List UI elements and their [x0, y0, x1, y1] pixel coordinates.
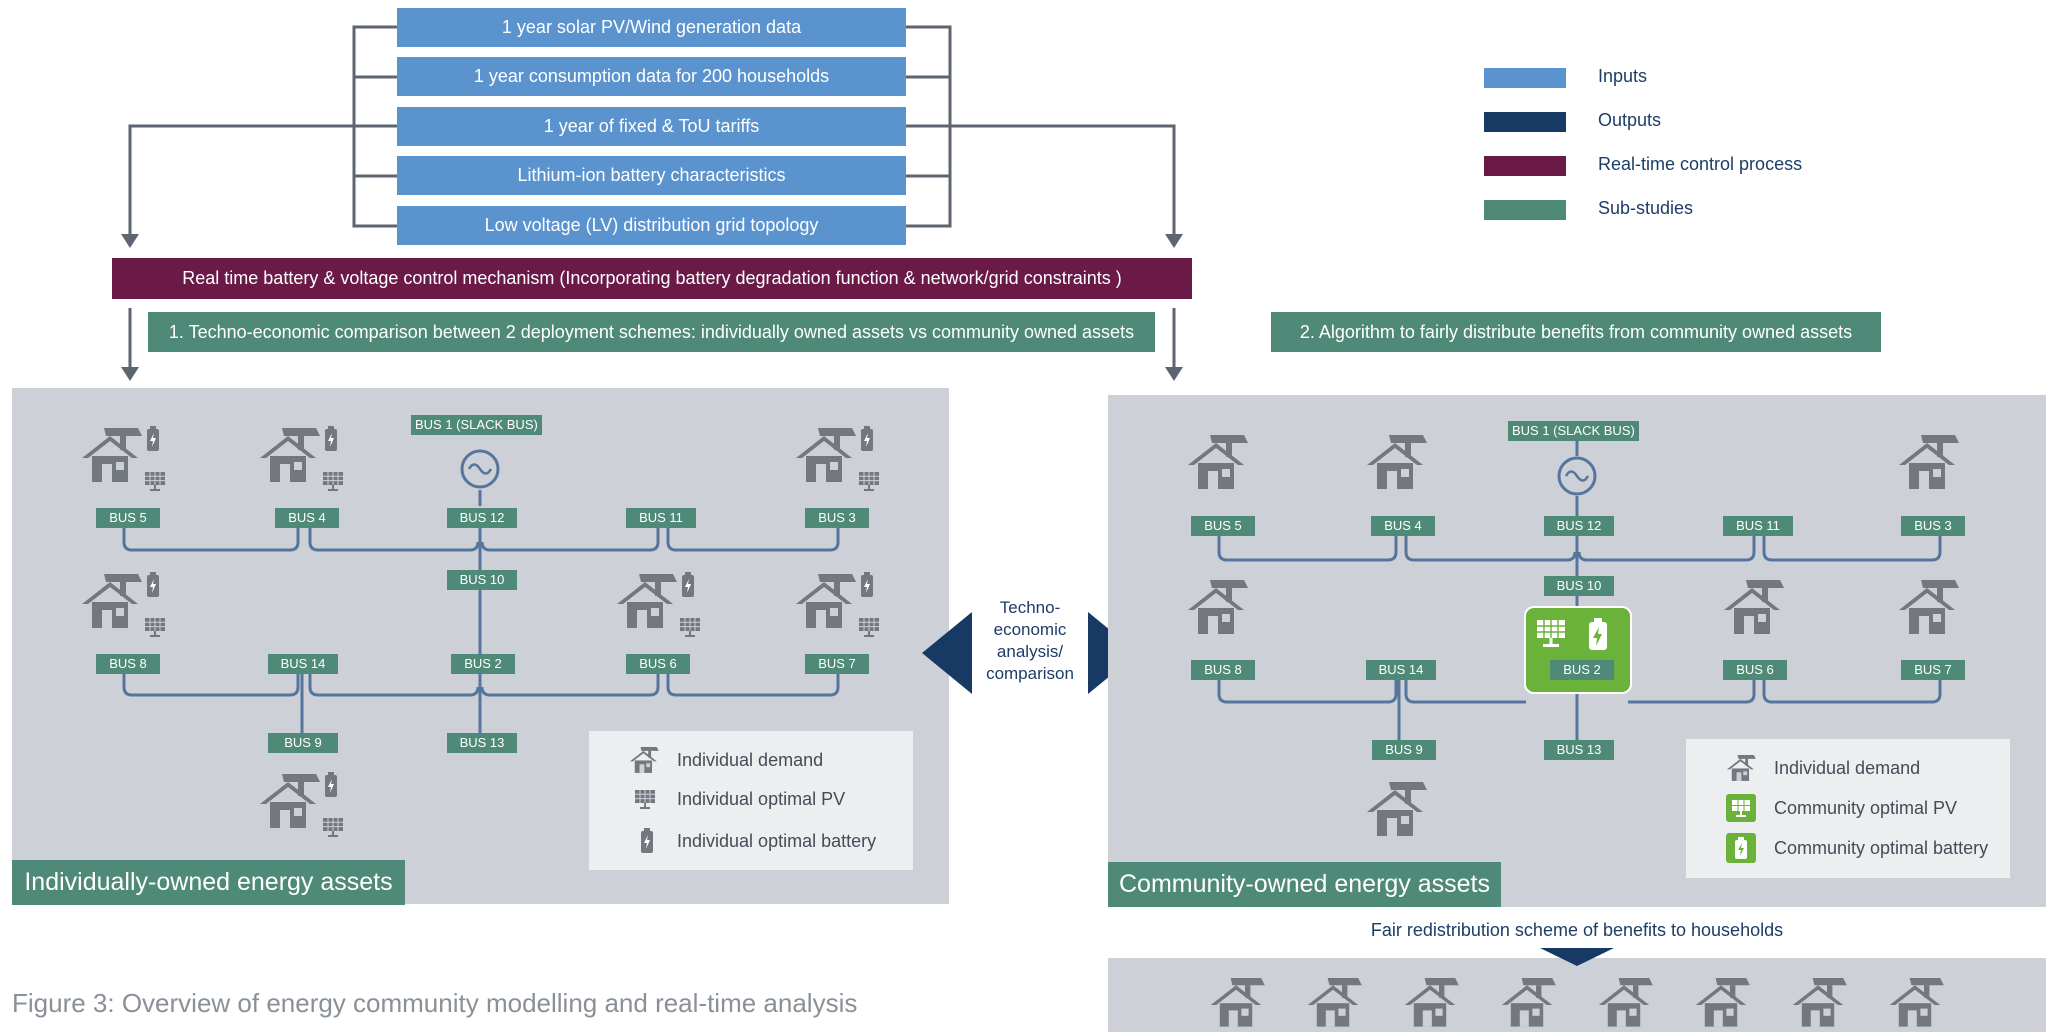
right-panel-legend: Individual demand Community optimal PV C… — [1686, 739, 2010, 878]
house-icon — [1899, 435, 1959, 489]
left-bus-9: BUS 9 — [268, 733, 338, 753]
right-legend-pv: Community optimal PV — [1726, 794, 1957, 822]
left-bus-13: BUS 13 — [447, 733, 517, 753]
right-legend-battery: Community optimal battery — [1726, 833, 1988, 863]
left-panel-legend: Individual demand Individual optimal PV … — [589, 731, 913, 870]
right-bus-13: BUS 13 — [1544, 740, 1614, 760]
legend-swatch-substudies — [1484, 200, 1566, 220]
comparison-label: Techno- economic analysis/ comparison — [975, 597, 1085, 685]
right-legend-demand: Individual demand — [1726, 755, 1920, 781]
left-bus-14: BUS 14 — [268, 654, 338, 674]
right-bus-2: BUS 2 — [1550, 660, 1614, 680]
right-bus-7: BUS 7 — [1901, 660, 1965, 680]
input-grid-topology: Low voltage (LV) distribution grid topol… — [397, 206, 906, 245]
left-legend-demand: Individual demand — [629, 747, 823, 773]
community-battery-icon — [1589, 618, 1607, 650]
right-legend-demand-label: Individual demand — [1774, 757, 1921, 778]
right-bus-9: BUS 9 — [1372, 740, 1436, 760]
left-legend-battery-label: Individual optimal battery — [677, 830, 877, 851]
right-bus-11: BUS 11 — [1723, 516, 1793, 536]
community-battery-icon — [1726, 833, 1756, 863]
right-legend-pv-label: Community optimal PV — [1774, 797, 1958, 818]
legend-swatch-outputs — [1484, 112, 1566, 132]
comparison-label-line: comparison — [986, 664, 1074, 683]
input-solar-wind: 1 year solar PV/Wind generation data — [397, 8, 906, 47]
comparison-label-line: economic — [993, 620, 1067, 639]
right-bus-8: BUS 8 — [1191, 660, 1255, 680]
left-bus-8: BUS 8 — [96, 654, 160, 674]
left-bus-5: BUS 5 — [96, 508, 160, 528]
down-arrow-icon — [1540, 948, 1614, 966]
left-bus-3: BUS 3 — [805, 508, 869, 528]
right-bus-10: BUS 10 — [1544, 576, 1614, 596]
left-legend-demand-label: Individual demand — [677, 749, 824, 770]
legend-label-outputs: Outputs — [1598, 110, 1662, 130]
right-legend-battery-label: Community optimal battery — [1774, 837, 1989, 858]
house-icon — [1367, 782, 1427, 836]
house-icon — [1367, 435, 1427, 489]
substudy-2: 2. Algorithm to fairly distribute benefi… — [1271, 312, 1881, 352]
left-bus-4: BUS 4 — [275, 508, 339, 528]
left-legend-pv: Individual optimal PV — [633, 788, 845, 810]
redistribution-households — [1210, 948, 1944, 1027]
control-process-bar: Real time battery & voltage control mech… — [112, 258, 1192, 299]
left-bus-6: BUS 6 — [626, 654, 690, 674]
house-icon — [1899, 580, 1959, 634]
left-arrow-icon — [922, 612, 972, 694]
community-asset-icons — [1537, 618, 1607, 650]
legend-label-inputs: Inputs — [1598, 66, 1648, 86]
comparison-label-line: analysis/ — [996, 642, 1064, 661]
left-legend-pv-label: Individual optimal PV — [677, 788, 846, 809]
right-bus-14: BUS 14 — [1366, 660, 1436, 680]
legend-label-control: Real-time control process — [1598, 154, 1803, 174]
community-solar-panel-icon — [1537, 620, 1565, 647]
substudy-1: 1. Techno-economic comparison between 2 … — [148, 312, 1155, 352]
right-bus-6: BUS 6 — [1723, 660, 1787, 680]
left-legend-battery: Individual optimal battery — [637, 827, 876, 855]
left-bus-7: BUS 7 — [805, 654, 869, 674]
house-icon — [1724, 580, 1784, 634]
left-bus-12: BUS 12 — [447, 508, 517, 528]
house-icon — [1188, 435, 1248, 489]
left-bus-2: BUS 2 — [451, 654, 515, 674]
right-bus-5: BUS 5 — [1191, 516, 1255, 536]
legend-swatch-inputs — [1484, 68, 1566, 88]
right-bus-slack: BUS 1 (SLACK BUS) — [1508, 421, 1639, 441]
figure-caption: Figure 3: Overview of energy community m… — [12, 988, 858, 1018]
right-bus-4: BUS 4 — [1371, 516, 1435, 536]
input-tariffs: 1 year of fixed & ToU tariffs — [397, 107, 906, 146]
left-bus-11: BUS 11 — [626, 508, 696, 528]
left-panel-title: Individually-owned energy assets — [12, 860, 405, 905]
house-icon — [1188, 580, 1248, 634]
right-bus-3: BUS 3 — [1901, 516, 1965, 536]
community-solar-panel-icon — [1726, 794, 1756, 822]
input-battery: Lithium-ion battery characteristics — [397, 156, 906, 195]
redistribution-label: Fair redistribution scheme of benefits t… — [1370, 920, 1784, 940]
legend-swatch-control — [1484, 156, 1566, 176]
house-icon — [1726, 755, 1756, 781]
right-panel-title: Community-owned energy assets — [1108, 862, 1501, 907]
comparison-label-line: Techno- — [999, 598, 1061, 617]
input-consumption: 1 year consumption data for 200 househol… — [397, 57, 906, 96]
right-bus-12: BUS 12 — [1544, 516, 1614, 536]
left-bus-slack: BUS 1 (SLACK BUS) — [411, 415, 542, 435]
households-strip — [1108, 958, 2046, 1032]
legend-label-substudies: Sub-studies — [1598, 198, 1694, 218]
left-bus-10: BUS 10 — [447, 570, 517, 590]
